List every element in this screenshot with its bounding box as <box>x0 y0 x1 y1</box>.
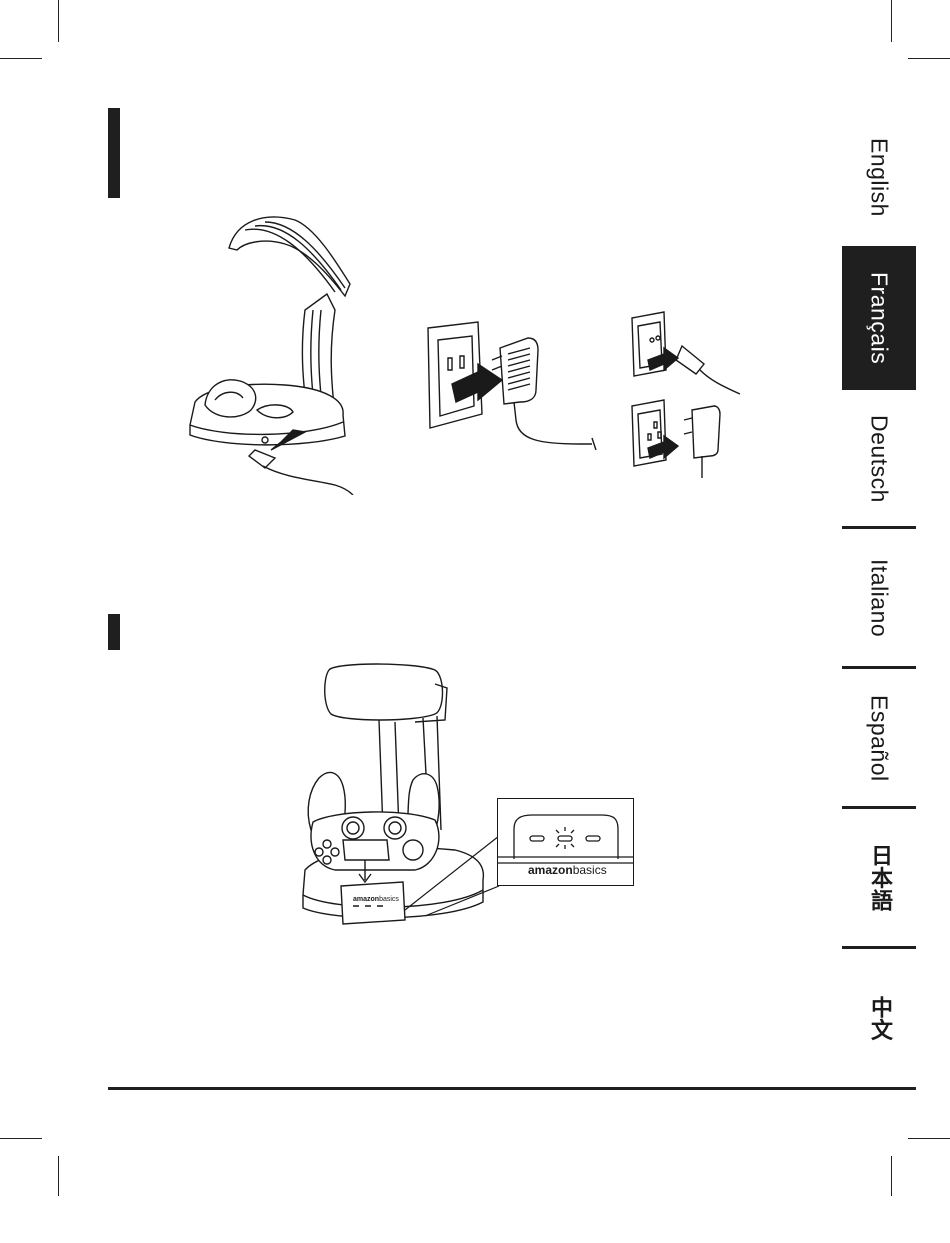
crop-mark <box>58 0 59 42</box>
tab-japanese-label: 日本語 <box>863 844 895 912</box>
section-marker-1 <box>108 108 120 198</box>
wall-outlet-illustration <box>420 320 600 460</box>
callout-logo: amazonbasics <box>528 863 607 877</box>
crop-mark <box>891 1156 892 1196</box>
tab-separator <box>842 946 916 949</box>
led-callout: amazonbasics <box>497 798 634 886</box>
callout-logo-basics: basics <box>573 863 607 877</box>
stand-logo: amazonbasics <box>353 896 399 903</box>
crop-mark <box>0 58 42 59</box>
tab-espanol[interactable]: Español <box>842 670 916 806</box>
callout-logo-amazon: amazon <box>528 863 573 877</box>
crop-mark <box>58 1156 59 1196</box>
tab-separator <box>842 666 916 669</box>
stand-cable-illustration <box>185 210 355 495</box>
tab-english-label: English <box>866 138 893 217</box>
bottom-rule <box>108 1087 916 1090</box>
tab-deutsch-label: Deutsch <box>866 415 893 503</box>
callout-lines <box>395 830 505 920</box>
tab-espanol-label: Español <box>866 695 893 782</box>
tab-italiano[interactable]: Italiano <box>842 530 916 666</box>
tab-separator <box>842 806 916 809</box>
tab-separator <box>842 526 916 529</box>
tab-japanese[interactable]: 日本語 <box>842 810 916 946</box>
section-marker-2 <box>108 614 120 650</box>
plug-variants-illustration <box>622 310 752 480</box>
stand-logo-amazon: amazon <box>353 896 379 903</box>
tab-deutsch[interactable]: Deutsch <box>842 392 916 526</box>
crop-mark <box>908 58 950 59</box>
tab-francais-label: Français <box>866 272 893 364</box>
tab-english[interactable]: English <box>842 108 916 246</box>
tab-italiano-label: Italiano <box>866 559 893 637</box>
crop-mark <box>908 1138 950 1139</box>
tab-chinese[interactable]: 中文 <box>842 950 916 1086</box>
crop-mark <box>891 0 892 42</box>
tab-chinese-label: 中文 <box>863 996 895 1041</box>
crop-mark <box>0 1138 42 1139</box>
tab-francais[interactable]: Français <box>842 246 916 390</box>
